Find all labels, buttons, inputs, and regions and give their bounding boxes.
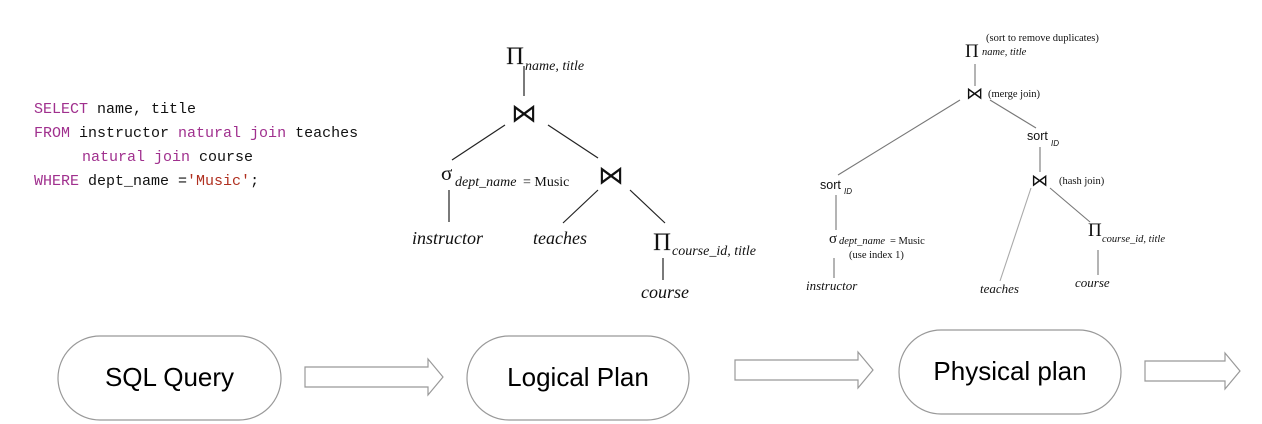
- physical-leaf-instructor: instructor: [806, 278, 858, 293]
- physical-hash-join-note: (hash join): [1059, 176, 1105, 187]
- edge-join-to-join2: [547, 124, 599, 159]
- physical-merge-join-note: (merge join): [988, 89, 1041, 100]
- physical-sort-left: sort: [820, 178, 841, 192]
- sql-columns: name, title: [88, 101, 197, 118]
- logical-join2-symbol: ⋈: [598, 160, 624, 190]
- logical-leaf-instructor: instructor: [412, 228, 484, 248]
- physical-projection2-attrs: course_id, title: [1102, 234, 1165, 245]
- logical-projection-symbol: Π: [506, 43, 524, 70]
- arrow-1: [304, 357, 444, 397]
- physical-projection-symbol: Π: [965, 41, 979, 62]
- logical-plan-edges: [448, 66, 666, 280]
- sql-keyword-where: WHERE: [34, 173, 80, 190]
- physical-sort-left-key: ID: [844, 187, 852, 196]
- sql-table-course: course: [190, 149, 254, 166]
- logical-projection-attrs: name, title: [525, 59, 584, 74]
- sql-keyword-natural-join-1: natural join: [178, 125, 287, 142]
- logical-projection2-attrs: course_id, title: [672, 244, 756, 259]
- physical-selection-symbol: σ: [829, 231, 837, 247]
- sql-keyword-natural-join-2: natural join: [82, 149, 191, 166]
- stage-logical-plan-label: Logical Plan: [507, 362, 649, 392]
- stage-logical-plan-box: [466, 335, 690, 421]
- logical-selection-cond: = Music: [523, 175, 569, 190]
- stage-sql-query-label: SQL Query: [105, 362, 234, 392]
- arrow-3: [1144, 351, 1241, 391]
- logical-plan-tree: Π name, title ⋈ σ dept_name = Music ⋈ in…: [412, 43, 756, 302]
- logical-join-symbol: ⋈: [511, 98, 537, 128]
- sql-table-teaches: teaches: [286, 125, 359, 142]
- physical-leaf-teaches: teaches: [980, 281, 1019, 296]
- arrow-2: [734, 350, 874, 390]
- physical-projection-attrs: name, title: [982, 47, 1027, 58]
- sql-keyword-select: SELECT: [34, 101, 89, 118]
- physical-merge-join-symbol: ⋈: [966, 84, 983, 103]
- sql-table-instructor: instructor: [70, 125, 179, 142]
- physical-projection-note: (sort to remove duplicates): [986, 33, 1099, 44]
- stage-physical-plan-box: [898, 329, 1122, 415]
- pipeline-row: SQL Query Logical Plan Physical plan: [57, 329, 1241, 421]
- physical-plan-tree: Π (sort to remove duplicates) name, titl…: [806, 33, 1165, 296]
- physical-sort-right: sort: [1027, 129, 1048, 143]
- physical-selection-cond: = Music: [890, 236, 925, 247]
- physical-index-note: (use index 1): [849, 250, 904, 261]
- physical-projection2-symbol: Π: [1088, 220, 1102, 241]
- edge-join2-to-proj2: [629, 189, 666, 224]
- physical-plan-edges: [833, 64, 1099, 282]
- edge-join2-to-teaches: [562, 189, 599, 224]
- logical-leaf-course: course: [641, 282, 689, 302]
- edge-hash-to-teaches: [999, 187, 1032, 282]
- edge-join-to-select: [451, 124, 506, 161]
- physical-leaf-course: course: [1075, 275, 1110, 290]
- sql-string-literal: 'Music': [187, 173, 251, 190]
- physical-selection-attr: dept_name: [839, 236, 885, 247]
- stage-sql-query-box: [57, 335, 282, 421]
- logical-selection-symbol: σ: [441, 161, 452, 185]
- sql-terminator: ;: [250, 173, 260, 190]
- logical-leaf-teaches: teaches: [533, 228, 587, 248]
- edge-merge-to-sort-left: [837, 99, 961, 176]
- logical-projection2-symbol: Π: [653, 229, 671, 256]
- edge-hash-to-proj2: [1049, 187, 1091, 223]
- sql-keyword-from: FROM: [34, 125, 71, 142]
- stage-physical-plan-label: Physical plan: [933, 356, 1086, 386]
- physical-sort-right-key: ID: [1051, 139, 1059, 148]
- sql-condition: dept_name =: [79, 173, 188, 190]
- logical-selection-attr: dept_name: [455, 175, 516, 190]
- edge-merge-to-sort-right: [989, 99, 1037, 129]
- physical-hash-join-symbol: ⋈: [1031, 171, 1048, 190]
- sql-query-code: SELECT name, title FROM instructor natur…: [34, 98, 358, 194]
